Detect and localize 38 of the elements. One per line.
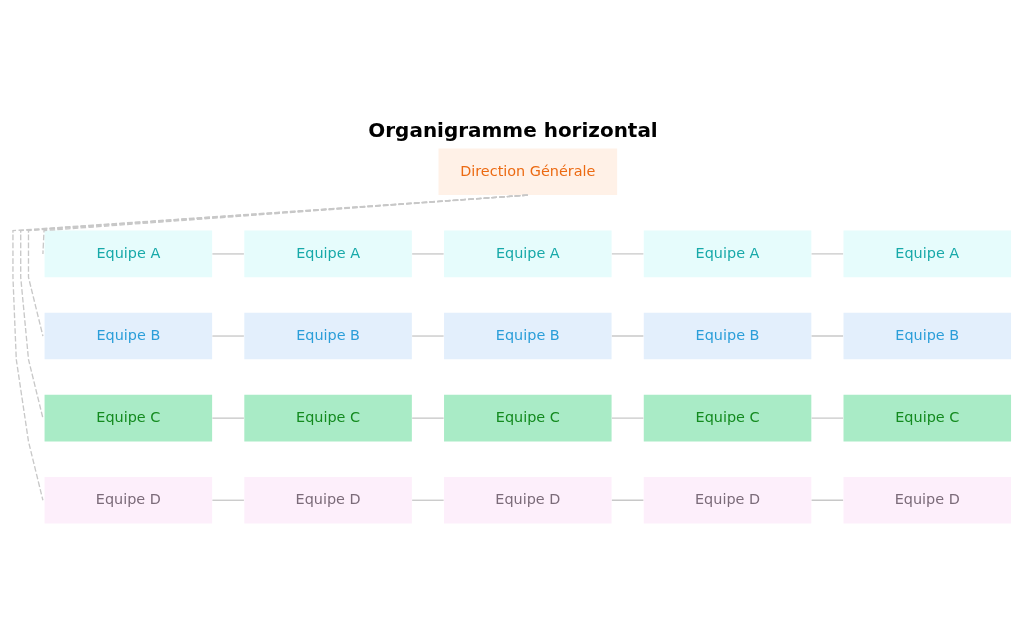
node-box: Equipe D bbox=[643, 476, 812, 524]
connector bbox=[611, 252, 645, 255]
node-box: Equipe C bbox=[643, 394, 812, 441]
node-box: Equipe A bbox=[444, 230, 612, 277]
diagram-title: Organigramme horizontal bbox=[368, 117, 658, 142]
node-box: Equipe B bbox=[44, 312, 213, 359]
connector bbox=[411, 499, 445, 501]
connector bbox=[611, 417, 645, 419]
node-box: Equipe C bbox=[244, 394, 412, 441]
connector bbox=[611, 499, 645, 501]
connector bbox=[211, 334, 245, 337]
node-box: Equipe D bbox=[444, 476, 612, 524]
node-box: Equipe B bbox=[843, 312, 1012, 359]
connector bbox=[211, 252, 245, 255]
node-box: Equipe B bbox=[444, 312, 612, 359]
node-box: Equipe A bbox=[44, 230, 213, 277]
connector bbox=[411, 252, 445, 255]
node-box: Equipe D bbox=[244, 476, 412, 524]
node-box: Equipe D bbox=[843, 476, 1012, 524]
node-box: Equipe A bbox=[244, 230, 412, 277]
connector bbox=[810, 417, 844, 419]
connector bbox=[411, 417, 445, 419]
connector bbox=[810, 334, 844, 337]
node-box: Equipe A bbox=[843, 230, 1012, 277]
connector bbox=[411, 334, 445, 337]
node-box: Equipe C bbox=[843, 394, 1012, 441]
connector bbox=[810, 252, 844, 255]
node-box: Equipe C bbox=[44, 394, 213, 441]
connector bbox=[211, 499, 245, 501]
node-box: Equipe B bbox=[244, 312, 412, 359]
connector bbox=[810, 499, 844, 501]
connector bbox=[211, 417, 245, 419]
node-box: Equipe B bbox=[643, 312, 812, 359]
node-box: Direction Générale bbox=[438, 148, 618, 195]
node-box: Equipe C bbox=[444, 394, 612, 441]
connector bbox=[611, 334, 645, 337]
node-box: Equipe A bbox=[643, 230, 812, 277]
node-box: Equipe D bbox=[44, 476, 213, 524]
